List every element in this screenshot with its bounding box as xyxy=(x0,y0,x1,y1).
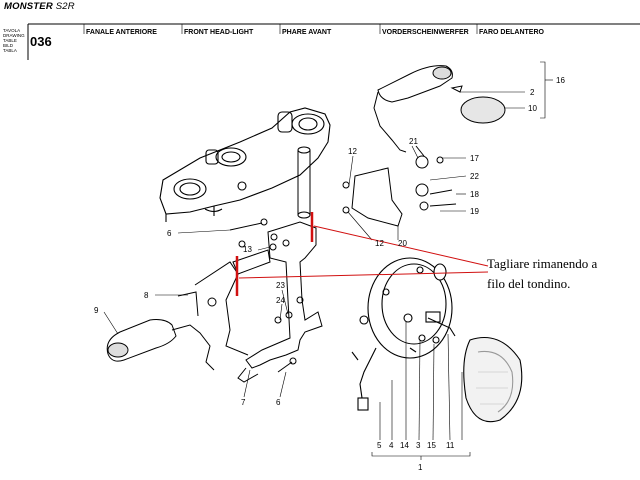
table-label-en1: DRAWING xyxy=(3,33,25,38)
callout-14: 14 xyxy=(400,441,409,450)
title-german: VORDERSCHEINWERFER xyxy=(382,29,469,36)
model-logo: MONSTER S2R xyxy=(4,1,75,12)
callout-18: 18 xyxy=(470,190,479,199)
callout-15: 15 xyxy=(427,441,436,450)
cut-annotation xyxy=(235,212,489,296)
callout-10: 10 xyxy=(528,104,537,113)
callout-2: 2 xyxy=(530,88,535,97)
small-bracket xyxy=(342,145,457,227)
note-line-1: Tagliare rimanendo a xyxy=(487,256,598,271)
triple-clamp xyxy=(159,107,331,222)
title-italian: FANALE ANTERIORE xyxy=(86,29,157,36)
headlight-assembly xyxy=(351,257,523,423)
cut-instruction-note: Tagliare rimanendo a filo del tondino. xyxy=(487,254,597,294)
callout-1: 1 xyxy=(418,463,423,472)
callout-6-top: 6 xyxy=(167,229,172,238)
callout-7: 7 xyxy=(241,398,246,407)
left-turn-signal xyxy=(106,291,217,371)
table-number: 036 xyxy=(30,34,52,49)
title-english: FRONT HEAD-LIGHT xyxy=(184,29,254,36)
callout-13: 13 xyxy=(243,245,252,254)
screws xyxy=(229,218,304,373)
callout-3: 3 xyxy=(416,441,421,450)
title-french: PHARE AVANT xyxy=(282,29,332,36)
note-line-2: filo del tondino. xyxy=(487,276,571,291)
callout-6-bottom: 6 xyxy=(276,398,281,407)
callout-9: 9 xyxy=(94,306,99,315)
callout-22: 22 xyxy=(470,172,479,181)
callout-12-top: 12 xyxy=(348,147,357,156)
callout-21: 21 xyxy=(409,137,418,146)
table-label-en2: TABLE xyxy=(3,38,17,43)
callout-23: 23 xyxy=(276,281,285,290)
right-turn-signal xyxy=(373,65,506,153)
title-spanish: FARO DELANTERO xyxy=(479,29,544,36)
header-dividers xyxy=(83,24,478,34)
callout-numbers: 16 2 10 21 17 22 18 19 12 12 20 6 13 8 9… xyxy=(94,76,565,472)
model-name: MONSTER xyxy=(4,1,53,12)
callout-12-bottom: 12 xyxy=(375,239,384,248)
model-suffix: S2R xyxy=(55,1,75,12)
callout-8: 8 xyxy=(144,291,149,300)
callout-19: 19 xyxy=(470,207,479,216)
callout-4: 4 xyxy=(389,441,394,450)
callout-16: 16 xyxy=(556,76,565,85)
leader-lines xyxy=(103,61,553,460)
callout-11: 11 xyxy=(446,441,455,450)
stem-tube xyxy=(297,146,311,219)
callout-20: 20 xyxy=(398,239,407,248)
table-label-de: BILD xyxy=(3,43,14,48)
callout-24: 24 xyxy=(276,296,285,305)
callout-5: 5 xyxy=(377,441,382,450)
table-label-es: TABLA xyxy=(3,48,17,53)
callout-17: 17 xyxy=(470,154,479,163)
table-label-it: TAVOLA xyxy=(3,28,21,33)
